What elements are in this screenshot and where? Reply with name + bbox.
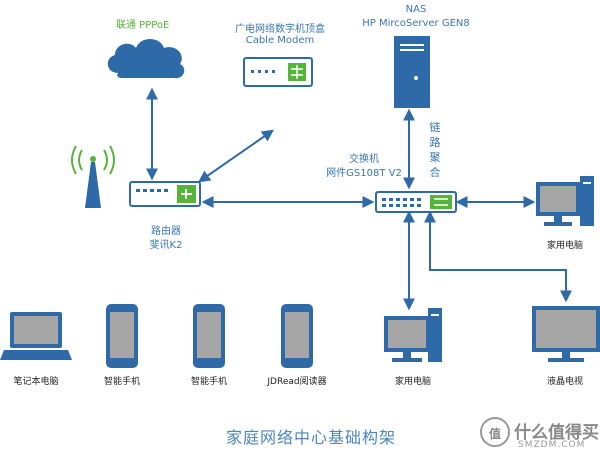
switch-label-line2: 网件GS108T V2 (326, 168, 402, 179)
smartphone-1-label: 智能手机 (103, 377, 140, 387)
nas-server-icon (394, 36, 430, 108)
desktop-right-icon (536, 176, 594, 226)
link-aggregation-char: 链 (429, 121, 441, 134)
laptop-icon (0, 312, 72, 360)
ereader-label: JDRead阅读器 (267, 377, 327, 387)
desktop-right-label: 家用电脑 (546, 241, 583, 251)
link-router-modem (198, 129, 274, 183)
watermark-domain: SMZDM.COM (518, 440, 586, 450)
router-icon (129, 181, 201, 207)
watermark-name: 什么值得买 (514, 423, 599, 443)
nas-label-line2: HP MircoServer GEN8 (362, 18, 470, 29)
switch-icon (375, 191, 457, 213)
cloud-label: 联通 PPPoE (116, 20, 170, 31)
smartphone-2-icon (193, 304, 225, 368)
nas-label-line1: NAS (405, 4, 427, 15)
tv-label: 液晶电视 (546, 377, 583, 387)
wifi-antenna-icon (71, 145, 115, 208)
switch-label-line1: 交换机 (349, 154, 379, 165)
diagram-title: 家庭网络中心基础构架 (226, 428, 397, 447)
router-label-line2: 斐讯K2 (149, 240, 183, 251)
link-aggregation-char: 路 (429, 136, 441, 149)
link-aggregation-char: 合 (429, 166, 441, 179)
smartphone-1-icon (106, 304, 138, 368)
connection-lines (146, 87, 572, 311)
modem-label-line2: Cable Modem (245, 35, 315, 46)
link-aggregation-label: 链 路 聚 合 (428, 120, 442, 180)
cable-modem-icon (243, 57, 313, 87)
ereader-icon (281, 304, 313, 368)
laptop-label: 笔记本电脑 (13, 377, 59, 387)
smartphone-2-label: 智能手机 (190, 377, 227, 387)
link-switch-tv (424, 210, 572, 303)
cloud-icon (107, 39, 185, 79)
link-aggregation-char: 聚 (429, 151, 441, 164)
desktop-bottom-icon (384, 308, 442, 362)
tv-icon (532, 306, 600, 362)
router-label-line1: 路由器 (151, 226, 181, 237)
modem-label-line1: 广电网络数字机顶盒 (235, 24, 325, 35)
desktop-bottom-label: 家用电脑 (394, 377, 431, 387)
watermark-badge-icon (480, 417, 510, 447)
watermark-badge-char: 值 (488, 427, 501, 441)
